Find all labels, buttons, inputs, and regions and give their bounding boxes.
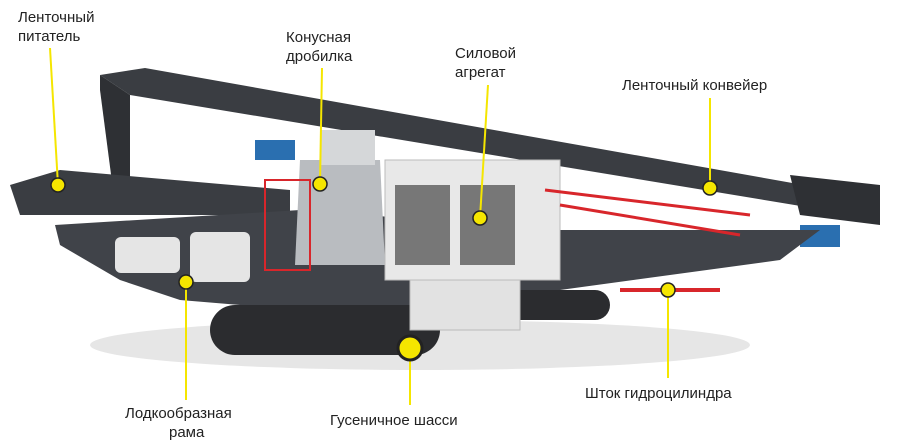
belt-conveyor: [100, 68, 860, 215]
motor-left: [255, 140, 295, 160]
crawler-track: [210, 305, 440, 355]
marker-belt-feeder: [50, 177, 66, 193]
label-line: рама: [169, 424, 205, 441]
label-line: питатель: [18, 28, 81, 45]
label-belt-conveyor: Ленточный конвейер: [622, 77, 768, 94]
label-boat-frame: Лодкообразная рама: [125, 404, 232, 442]
label-line: агрегат: [455, 64, 506, 81]
label-line: Силовой: [455, 45, 516, 62]
cone-crusher: [295, 160, 385, 265]
marker-cone-crusher: [312, 176, 328, 192]
label-cone-crusher: Конусная дробилка: [286, 28, 352, 66]
label-line: Ленточный: [18, 9, 95, 26]
marker-belt-conveyor: [702, 180, 718, 196]
marker-cylinder-rod: [660, 282, 676, 298]
marker-boat-frame: [178, 274, 194, 290]
label-line: дробилка: [286, 48, 353, 65]
label-line: Лодкообразная: [125, 405, 232, 422]
label-line: Конусная: [286, 29, 351, 46]
conveyor-hopper: [790, 175, 880, 225]
marker-power-unit: [472, 210, 488, 226]
label-power-unit: Силовой агрегат: [455, 44, 516, 82]
label-cylinder-rod: Шток гидроцилиндра: [585, 385, 732, 402]
marker-crawler-chassis: [396, 334, 424, 362]
label-crawler-chassis: Гусеничное шасси: [330, 412, 458, 429]
label-belt-feeder: Ленточный питатель: [18, 8, 94, 46]
belt-feeder: [10, 170, 290, 215]
